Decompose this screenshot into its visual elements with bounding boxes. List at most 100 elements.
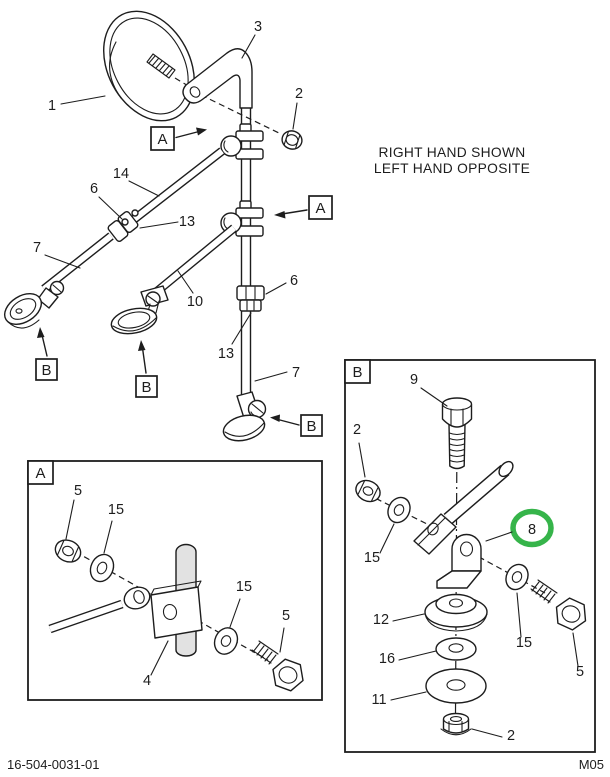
leader-10 <box>177 270 194 294</box>
view-marker-b-middle: B <box>135 340 158 398</box>
detail-b-pad-12 <box>424 593 488 632</box>
left-arm-tube <box>41 232 114 293</box>
leader-b-15r <box>516 592 522 638</box>
callout-2: 2 <box>295 86 303 102</box>
detail-b-leaders <box>358 387 579 738</box>
detail-a-nut-5 <box>54 539 82 563</box>
footer-part-number: 16-504-0031-01 <box>7 757 100 772</box>
callout-10: 10 <box>187 294 203 310</box>
tube-foot <box>222 391 267 442</box>
detail-b-callout-2: 2 <box>353 422 361 438</box>
leader-6 <box>98 196 123 220</box>
leader-14 <box>128 180 160 197</box>
middle-foot <box>110 285 169 335</box>
leader-a-4 <box>150 640 169 676</box>
callout-14: 14 <box>113 166 129 182</box>
detail-b-callout-12: 12 <box>373 612 389 628</box>
brace-arm-tube <box>152 224 237 297</box>
detail-b-callout-2l: 2 <box>507 728 515 744</box>
callout-7b: 7 <box>292 365 300 381</box>
tube-union <box>236 285 265 312</box>
svg-text:A: A <box>35 465 45 482</box>
leader-7 <box>44 254 81 269</box>
callout-3: 3 <box>254 19 262 35</box>
svg-text:B: B <box>352 364 362 381</box>
leader-1 <box>60 95 106 105</box>
detail-view-b: 9 2 15 8 12 16 11 2 15 5 B <box>344 359 596 753</box>
detail-b-plate <box>413 513 457 555</box>
detail-b-callout-11: 11 <box>371 692 386 708</box>
leader-7b <box>254 371 288 382</box>
detail-b-washer-15-right <box>505 563 529 591</box>
leader-b-15 <box>379 523 395 554</box>
detail-a-border <box>27 460 323 701</box>
detail-b-border <box>344 359 596 753</box>
detail-b-bracket-8 <box>436 533 482 589</box>
svg-text:B: B <box>41 362 51 379</box>
detail-b-callout-15: 15 <box>364 550 380 566</box>
svg-text:B: B <box>306 418 316 435</box>
view-marker-b-tube: B <box>270 414 323 437</box>
tube-clamp-upper <box>220 123 264 160</box>
svg-text:A: A <box>315 200 325 217</box>
leader-a-15r <box>229 598 241 628</box>
detail-a-callout-15: 15 <box>108 502 124 518</box>
arm-band-clamp <box>107 209 139 242</box>
hand-note-line1: RIGHT HAND SHOWN <box>378 145 525 160</box>
leader-a-5r <box>279 627 285 653</box>
leader-13 <box>139 221 179 229</box>
view-marker-a-lower: A <box>274 195 333 220</box>
callout-6: 6 <box>90 181 98 197</box>
detail-a-washer-15-right <box>213 627 239 655</box>
detail-a-callout-4: 4 <box>143 673 151 689</box>
footer-page-code: M05 <box>579 757 604 772</box>
leader-b-11 <box>390 691 427 701</box>
detail-a-washer-15-left <box>89 553 115 583</box>
leader-a-5 <box>65 499 75 540</box>
detail-a-callout-5: 5 <box>74 483 82 499</box>
leader-6b <box>265 282 287 295</box>
leader-a-15 <box>103 520 113 554</box>
callout-13: 13 <box>179 214 195 230</box>
detail-b-tag: B <box>344 359 371 384</box>
callout-7: 7 <box>33 240 41 256</box>
detail-a-bolt-5 <box>251 640 304 692</box>
leader-b-9 <box>420 387 448 407</box>
leader-b-5r <box>572 632 579 667</box>
leader-b-2l <box>471 728 503 738</box>
leader-b-8 <box>485 531 513 542</box>
leader-3 <box>241 34 256 59</box>
detail-a-arm-end <box>48 586 151 634</box>
detail-a-tag: A <box>27 460 54 485</box>
callout-13b: 13 <box>218 346 234 362</box>
detail-b-callout-9: 9 <box>410 372 418 388</box>
detail-b-bolt-5 <box>530 579 587 631</box>
detail-a-clamp-plate-4 <box>150 580 203 639</box>
detail-b-tube <box>443 460 514 525</box>
main-assembly-view: 1 3 2 14 6 13 7 10 6 13 7 A A B <box>3 10 530 442</box>
detail-b-callout-8: 8 <box>528 522 536 538</box>
hand-note-line2: LEFT HAND OPPOSITE <box>374 161 530 176</box>
main-leader-lines <box>44 34 298 382</box>
mirror-head <box>103 10 195 122</box>
detail-b-callout-16: 16 <box>379 651 395 667</box>
detail-b-nut-2-upper <box>355 479 381 503</box>
leader-b-16 <box>398 650 437 661</box>
detail-b-callout-5r: 5 <box>576 664 584 680</box>
detail-a-callout-5r: 5 <box>282 608 290 624</box>
left-foot <box>3 280 65 329</box>
svg-text:A: A <box>157 131 167 148</box>
view-marker-a-upper: A <box>150 126 207 151</box>
leader-2 <box>292 102 298 130</box>
detail-b-washer-15-upper <box>387 496 411 524</box>
callout-6b: 6 <box>290 273 298 289</box>
tube-clamp-lower <box>220 200 264 237</box>
detail-a-leaders <box>65 499 285 676</box>
leader-13b <box>231 312 252 345</box>
mirror-stud <box>146 53 176 79</box>
detail-b-bolt-9 <box>441 397 473 470</box>
highlight-circle-8 <box>510 508 554 548</box>
detail-b-washer-16 <box>435 637 477 661</box>
view-marker-b-left: B <box>35 327 58 381</box>
